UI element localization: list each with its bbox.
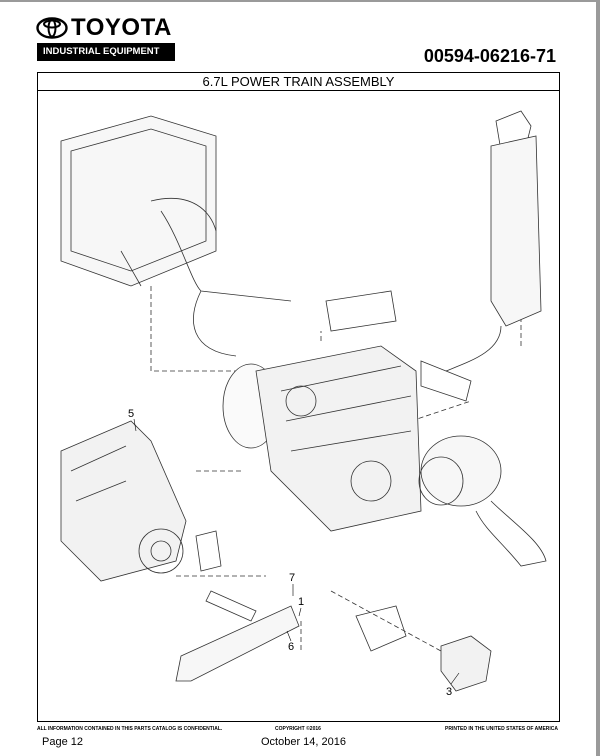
window-edge-right <box>596 0 600 756</box>
confidential-notice: ALL INFORMATION CONTAINED IN THIS PARTS … <box>37 726 223 732</box>
callout-7: 7 <box>289 572 295 584</box>
copyright-notice: COPYRIGHT ©2016 <box>275 726 321 732</box>
mount-drawing <box>440 635 492 692</box>
diagram-frame: 6.7L POWER TRAIN ASSEMBLY <box>37 72 560 722</box>
toyota-emblem-icon <box>36 17 68 39</box>
engine-drawing <box>222 345 422 532</box>
callout-1: 1 <box>298 596 304 608</box>
pump-drawing <box>355 605 407 652</box>
window-edge-top <box>0 0 600 2</box>
page-date: October 14, 2016 <box>261 736 347 748</box>
filter-drawing <box>195 530 222 572</box>
division-banner: INDUSTRIAL EQUIPMENT <box>37 43 175 61</box>
page-number: Page 12 <box>42 736 83 748</box>
exploded-parts-diagram: 5 7 1 6 3 <box>60 110 547 698</box>
hose-drawing <box>193 290 237 357</box>
leader-lines <box>150 286 522 652</box>
muffler-drawing <box>420 110 542 402</box>
brand-name: TOYOTA <box>71 14 172 41</box>
bracket-drawing <box>175 605 300 682</box>
callout-3: 3 <box>446 686 452 698</box>
transmission-drawing <box>60 420 187 582</box>
callout-5: 5 <box>128 408 134 420</box>
radiator-drawing <box>60 115 292 302</box>
callout-6: 6 <box>288 641 294 653</box>
toyota-logo: TOYOTA <box>36 14 172 42</box>
printed-notice: PRINTED IN THE UNITED STATES OF AMERICA <box>445 726 558 732</box>
air-cleaner-drawing <box>418 435 547 567</box>
part-number: 00594-06216-71 <box>423 46 556 66</box>
section-title: 6.7L POWER TRAIN ASSEMBLY <box>38 73 559 91</box>
fuel-rail-drawing <box>325 290 397 332</box>
drive-shaft-drawing <box>205 590 257 622</box>
